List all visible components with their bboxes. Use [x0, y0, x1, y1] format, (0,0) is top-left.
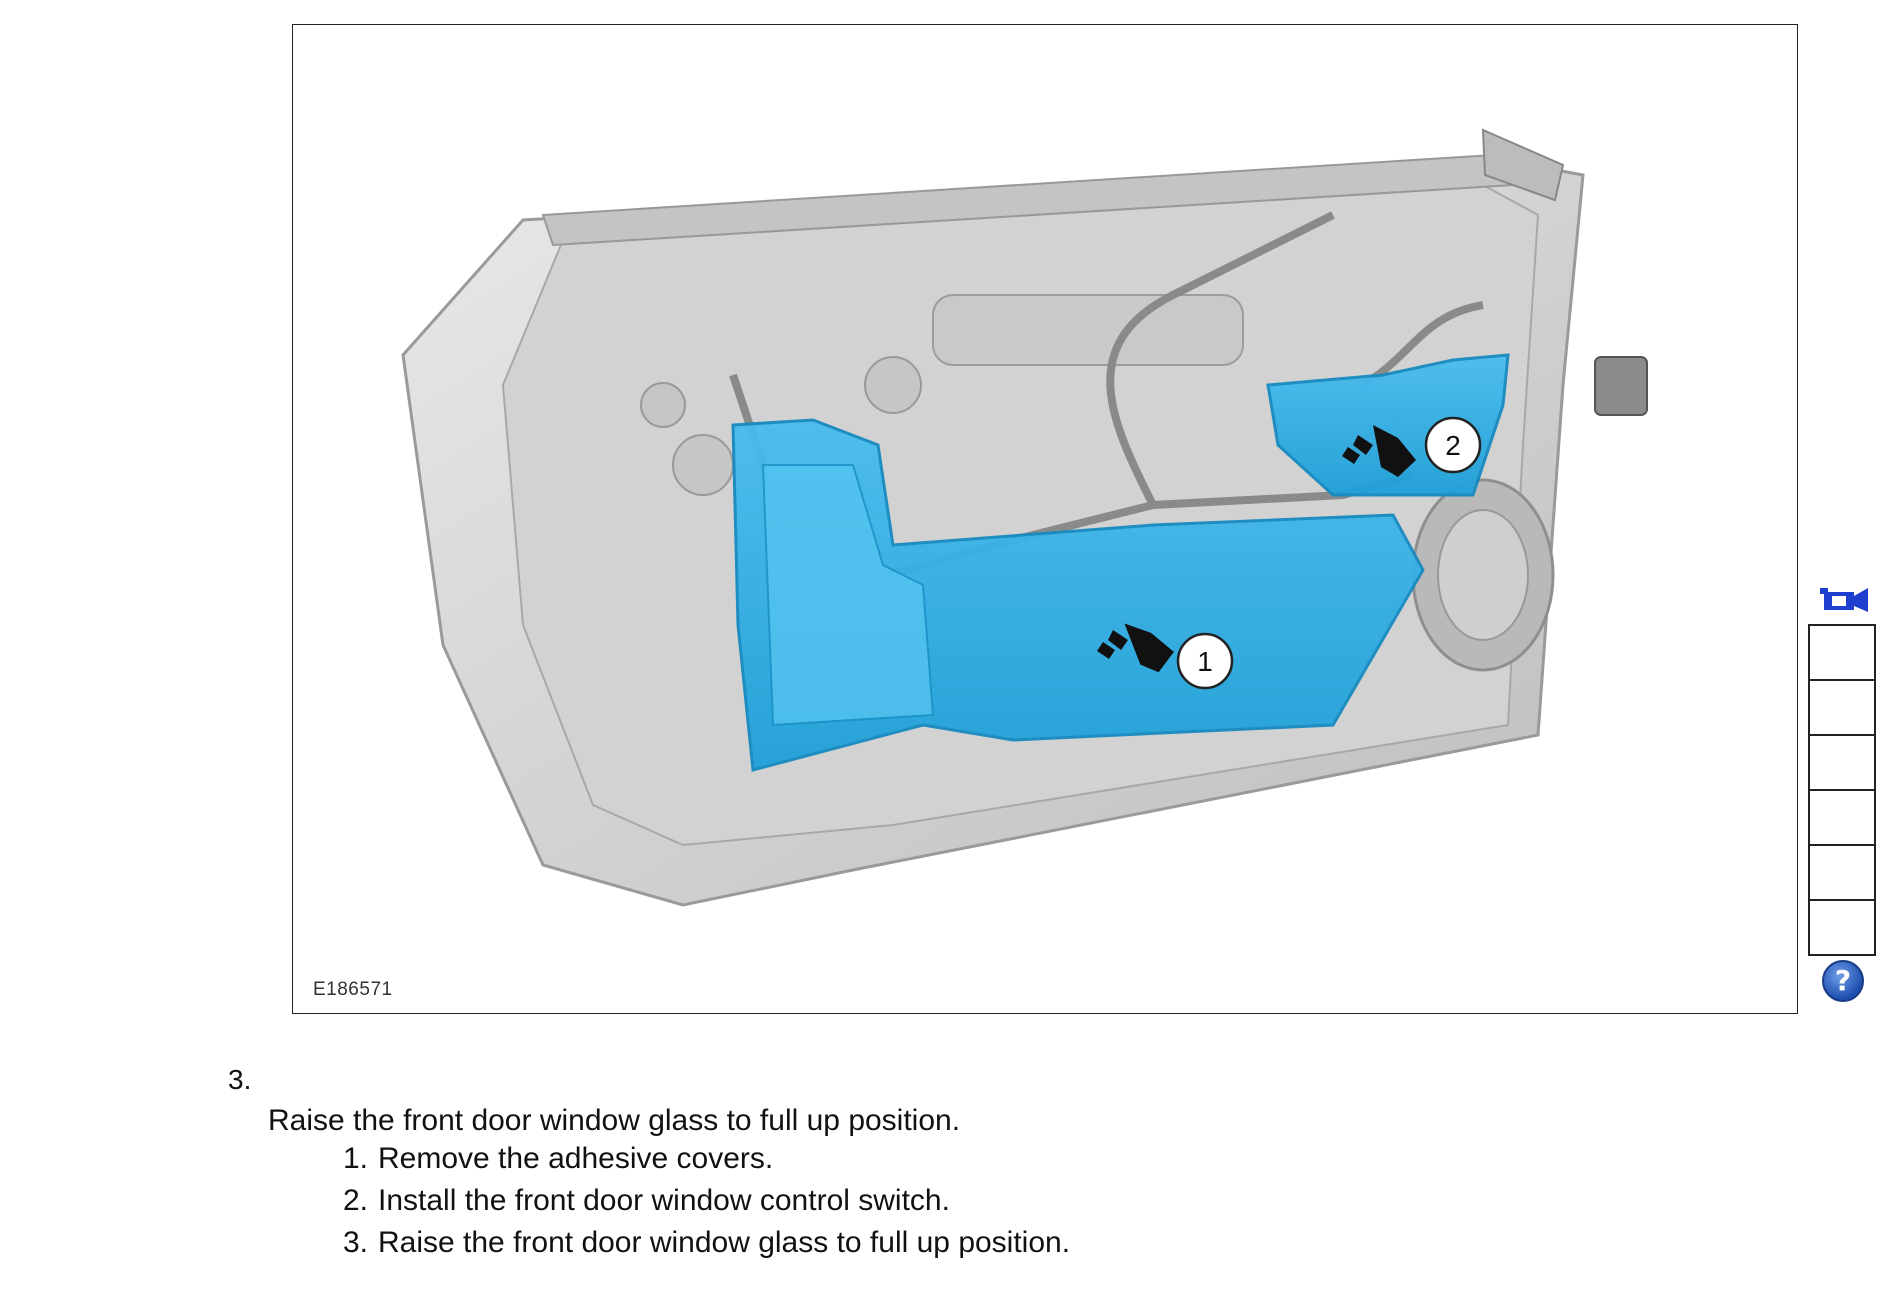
toolbar-box[interactable]: [1808, 679, 1876, 734]
door-illustration-figure: 1 2 E186571: [292, 24, 1798, 1014]
door-illustration: 1 2: [401, 128, 1648, 907]
step-number: 3.: [228, 1064, 252, 1095]
callout-label-2: 2: [1445, 430, 1461, 461]
callout-arrow-2: [1342, 425, 1416, 477]
list-item: 3. Raise the front door window glass to f…: [322, 1222, 1070, 1264]
figure-id-label: E186571: [313, 979, 393, 1000]
callout-label-1: 1: [1197, 646, 1213, 677]
door-frame-post: [1481, 128, 1565, 202]
toolbar-box[interactable]: [1808, 844, 1876, 899]
substep-text: Raise the front door window glass to ful…: [378, 1226, 1071, 1259]
substep-text: Remove the adhesive covers.: [378, 1142, 774, 1175]
toolbar-boxes: [1808, 624, 1876, 956]
substep-number: 1.: [342, 1142, 368, 1175]
substep-list: 1. Remove the adhesive covers. 2. Install …: [322, 1138, 1070, 1264]
toolbar-box[interactable]: [1808, 624, 1876, 679]
toolbar-box[interactable]: [1808, 734, 1876, 789]
toolbar-box[interactable]: [1808, 789, 1876, 844]
list-item: 1. Remove the adhesive covers.: [322, 1138, 1070, 1180]
video-camera-icon[interactable]: [1818, 582, 1870, 614]
toolbar-box[interactable]: [1808, 899, 1876, 956]
step-text: Raise the front door window glass to ful…: [268, 1104, 961, 1137]
substep-text: Install the front door window control sw…: [378, 1184, 950, 1217]
callout-1: 1: [1176, 632, 1234, 690]
substep-number: 2.: [342, 1184, 368, 1217]
callout-2: 2: [1424, 416, 1482, 474]
door-connector: [1594, 356, 1648, 416]
callout-arrow-1: [1097, 623, 1174, 673]
help-icon[interactable]: ?: [1822, 960, 1864, 1002]
list-item: 2. Install the front door window control …: [322, 1180, 1070, 1222]
substep-number: 3.: [342, 1226, 368, 1259]
